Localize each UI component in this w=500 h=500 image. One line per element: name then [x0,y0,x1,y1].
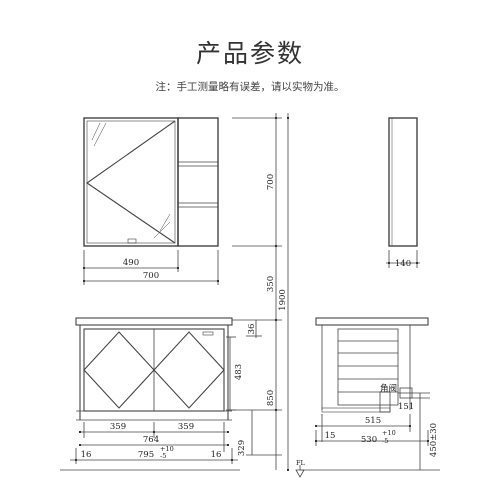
dim-483-label: 483 [234,364,244,380]
dim-36-label: 36 [247,324,257,335]
base-cabinet-front [75,317,233,421]
dimension-ticks [75,117,429,471]
dim-base-widths [70,422,238,464]
base-cabinet-side [315,317,430,470]
dim-16-left-label: 16 [81,450,92,460]
floor-label: FL [296,459,306,467]
dim-140-label: 140 [395,259,411,269]
mirror-cabinet-side [386,117,420,268]
dim-359-right-label: 359 [178,422,194,432]
floor-marker [295,465,305,478]
dim-530-label: 530 [361,435,377,445]
dim-795-tol-minus: -5 [160,452,166,460]
dim-515-label: 515 [365,416,381,426]
dim-795-label: 795 [138,450,154,460]
dim-151-label: 151 [398,402,414,412]
dim-329-label: 329 [237,440,247,456]
dim-side-depths [60,414,440,471]
angle-valve-label: 角阀 [380,383,397,394]
dim-530-tol-minus: -5 [382,437,388,445]
dim-700-width-label: 700 [143,271,159,281]
dim-450-label: 450±30 [429,423,439,457]
dim-1900-label: 1900 [278,289,288,311]
dim-490-label: 490 [123,258,139,268]
dim-764-label: 764 [143,435,159,445]
dim-15-label: 15 [325,431,336,441]
mirror-cabinet-front [83,117,219,247]
dim-795-tol-plus: +10 [160,445,174,453]
dim-850-label: 850 [266,390,276,406]
dim-700-height-label: 700 [266,174,276,190]
measurement-note: 注：手工测量略有误差，请以实物为准。 [155,81,345,93]
dim-16-right-label: 16 [211,450,222,460]
dim-530-tol-plus: +10 [382,429,396,437]
page-title: 产品参数 [195,39,304,68]
dim-350-label: 350 [266,276,276,292]
dim-359-left-label: 359 [110,422,126,432]
